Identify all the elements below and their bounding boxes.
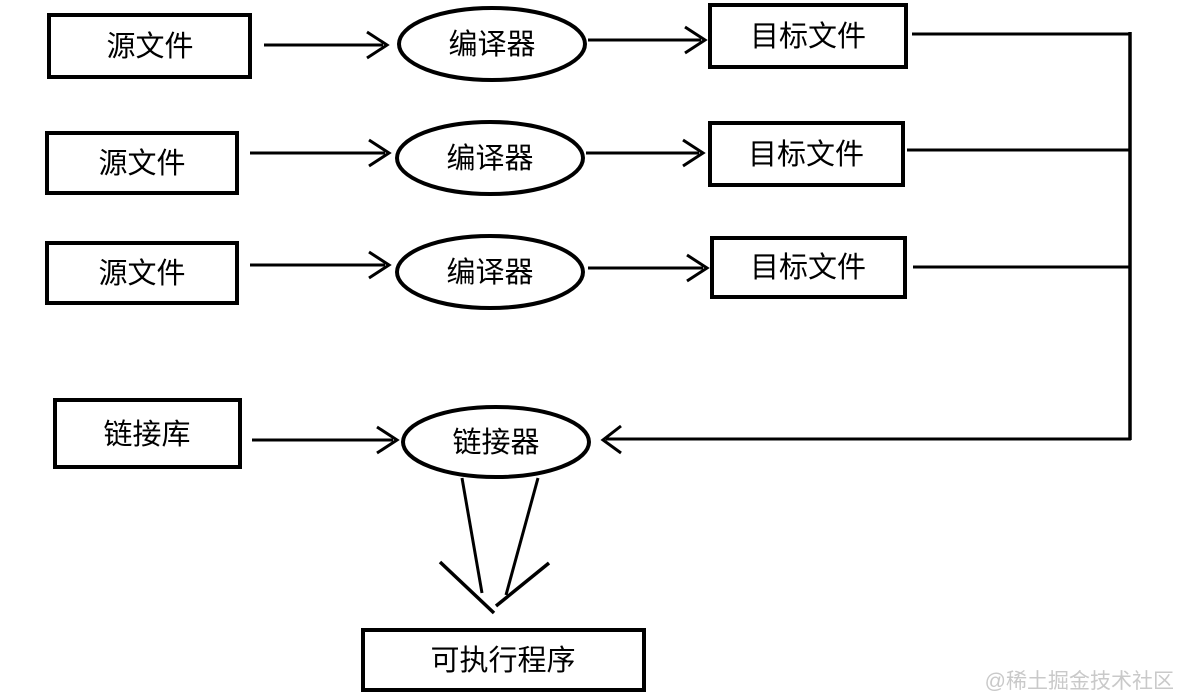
linker-ellipse (401, 405, 591, 479)
edge-object-files-to-linker-rail (600, 32, 1132, 455)
funnel-left-line (460, 477, 484, 594)
node-compiler-1: 编译器 (397, 6, 587, 82)
arrowhead-into-linker-right (600, 424, 622, 455)
arrowhead-v-left-stroke (438, 560, 496, 615)
arrowhead-right (376, 425, 400, 455)
node-link-library: 链接库 (53, 398, 242, 469)
compiler-2-ellipse (395, 120, 585, 196)
arrowhead-right (366, 30, 390, 60)
node-source-file-1: 源文件 (47, 13, 252, 79)
source-file-1-box (47, 13, 252, 79)
object-file-1-box (708, 3, 908, 69)
linker-label: 链接器 (452, 426, 539, 459)
compiler-1-ellipse (397, 6, 587, 82)
arrowhead-right (686, 253, 710, 283)
edge-source3-to-compiler3 (250, 250, 392, 280)
edge-compiler2-to-object2 (586, 138, 706, 168)
object-file-3-label: 目标文件 (750, 251, 866, 284)
compiler-3-label: 编译器 (446, 256, 533, 289)
arrowhead-v-right-stroke (494, 561, 551, 608)
node-compiler-2: 编译器 (395, 120, 585, 196)
edge-source1-to-compiler1 (264, 30, 390, 60)
arrowhead-right (368, 250, 392, 280)
source-file-3-box (45, 241, 239, 305)
node-linker: 链接器 (401, 405, 591, 479)
executable-box (361, 628, 646, 692)
executable-label: 可执行程序 (430, 644, 575, 677)
source-file-2-box (45, 131, 239, 195)
arrowhead-right (368, 138, 392, 168)
edge-library-to-linker (252, 425, 400, 455)
object-file-2-label: 目标文件 (748, 138, 864, 171)
source-file-3-label: 源文件 (98, 257, 185, 290)
link-library-label: 链接库 (103, 418, 190, 451)
edge-source2-to-compiler2 (250, 138, 392, 168)
source-file-2-label: 源文件 (98, 147, 185, 180)
node-object-file-1: 目标文件 (708, 3, 908, 69)
edge-linker-to-executable (438, 477, 551, 615)
arrowhead-right (684, 25, 708, 55)
compiler-3-ellipse (395, 234, 585, 310)
node-source-file-3: 源文件 (45, 241, 239, 305)
edge-compiler3-to-object3 (588, 253, 710, 283)
source-file-1-label: 源文件 (106, 30, 193, 63)
node-compiler-3: 编译器 (395, 234, 585, 310)
compiler-2-label: 编译器 (446, 142, 533, 175)
node-executable: 可执行程序 (361, 628, 646, 692)
arrowhead-right (682, 138, 706, 168)
watermark: @稀土掘金技术社区 (985, 670, 1174, 693)
node-object-file-3: 目标文件 (710, 236, 907, 299)
link-library-box (53, 398, 242, 469)
edge-compiler1-to-object1 (588, 25, 708, 55)
object-file-2-box (708, 121, 905, 187)
object-file-3-box (710, 236, 907, 299)
object-file-1-label: 目标文件 (750, 20, 866, 53)
funnel-right-line (504, 477, 540, 596)
node-source-file-2: 源文件 (45, 131, 239, 195)
node-object-file-2: 目标文件 (708, 121, 905, 187)
compiler-1-label: 编译器 (448, 28, 535, 61)
